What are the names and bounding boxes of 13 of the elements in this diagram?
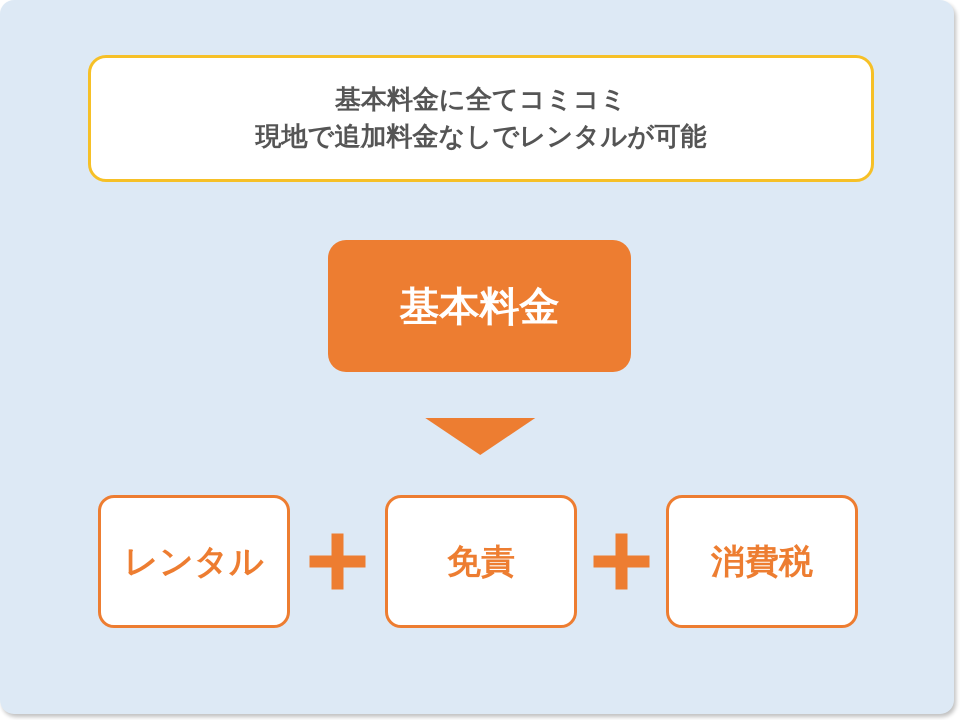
item-box xyxy=(385,495,577,628)
box-label: レンタル xyxy=(124,540,264,584)
note-box xyxy=(88,55,874,182)
item-box xyxy=(666,495,858,628)
plus-connector xyxy=(310,534,366,590)
box-label: 基本料金 xyxy=(400,282,560,332)
box-label: 消費税 xyxy=(711,540,813,584)
note-text: 基本料金に全てコミコミ現地で追加料金なしでレンタルが可能 xyxy=(254,84,708,154)
plus-connector xyxy=(594,534,650,590)
process-box xyxy=(328,240,631,372)
arrow xyxy=(425,418,536,455)
item-box xyxy=(98,495,290,628)
box-label: 免責 xyxy=(447,540,515,584)
